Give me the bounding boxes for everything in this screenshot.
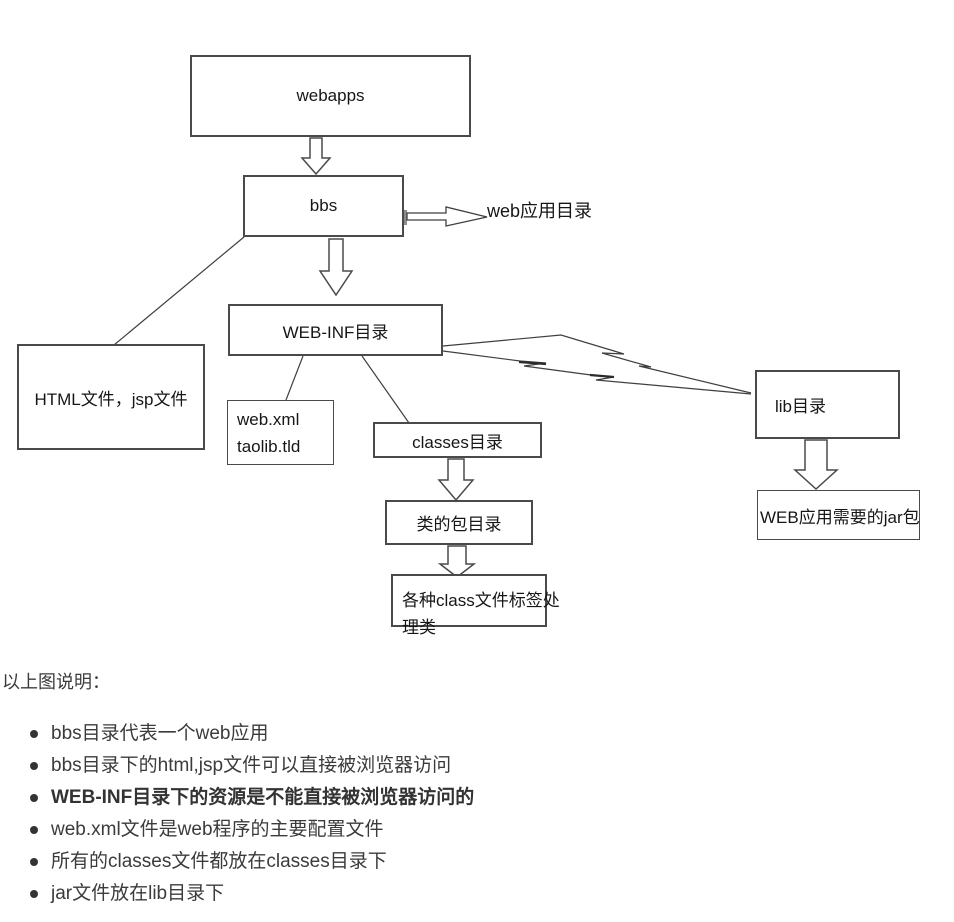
arrow-bbs-to-webappdir-icon bbox=[406, 206, 488, 227]
lightning-dash-2 bbox=[589, 373, 615, 379]
node-webapps-label: webapps bbox=[296, 86, 365, 105]
list-item: web.xml文件是web程序的主要配置文件 bbox=[28, 814, 702, 846]
list-item: 所有的classes文件都放在classes目录下 bbox=[28, 846, 702, 878]
notes-heading: 以上图说明： bbox=[2, 672, 110, 692]
arrow-classes-to-package-icon bbox=[437, 458, 475, 502]
node-jar-files-label: WEB应用需要的jar包 bbox=[760, 507, 920, 527]
list-item: bbs目录代表一个web应用 bbox=[28, 718, 702, 750]
class-files-line1: 各种class文件标签处 bbox=[402, 591, 560, 610]
node-classes-dir: classes目录 bbox=[373, 422, 542, 458]
lightning-dash-1 bbox=[518, 360, 547, 366]
node-webapps: webapps bbox=[190, 55, 471, 137]
list-item: bbs目录下的html,jsp文件可以直接被浏览器访问 bbox=[28, 750, 702, 782]
node-classes-dir-label: classes目录 bbox=[412, 432, 503, 452]
web-app-dir-label: web应用目录 bbox=[487, 201, 593, 221]
webxml-line1: web.xml bbox=[237, 410, 300, 429]
node-class-files bbox=[391, 574, 547, 627]
node-jar-files: WEB应用需要的jar包 bbox=[757, 490, 920, 540]
line-bbs-to-htmlfiles bbox=[113, 236, 245, 346]
node-webxml-taolib: web.xml taolib.tld bbox=[227, 400, 334, 465]
node-class-package-dir-label: 类的包目录 bbox=[416, 515, 502, 534]
arrow-lib-to-jar-icon bbox=[793, 439, 839, 491]
list-item: WEB-INF目录下的资源是不能直接被浏览器访问的 bbox=[28, 782, 702, 814]
lightning-lower-edge bbox=[442, 350, 752, 395]
line-webinf-to-webxml bbox=[285, 355, 304, 401]
arrow-bbs-to-webinf-icon bbox=[318, 238, 354, 297]
webxml-line2: taolib.tld bbox=[237, 437, 301, 456]
list-item: jar文件放在lib目录下 bbox=[28, 878, 702, 910]
node-html-jsp-files-label: HTML文件，jsp文件 bbox=[34, 389, 188, 409]
notes-list: bbs目录代表一个web应用 bbs目录下的html,jsp文件可以直接被浏览器… bbox=[28, 718, 702, 910]
line-webinf-to-classes bbox=[361, 355, 410, 424]
node-class-package-dir: 类的包目录 bbox=[385, 500, 533, 545]
arrow-package-to-classfiles-icon bbox=[437, 545, 477, 578]
node-class-files-text: 各种class文件标签处 理类 bbox=[402, 587, 562, 641]
arrow-webapps-to-bbs-icon bbox=[300, 137, 332, 176]
node-bbs-label: bbs bbox=[309, 196, 338, 215]
class-files-line2: 理类 bbox=[402, 618, 436, 637]
node-webinf: WEB-INF目录 bbox=[228, 304, 443, 356]
lightning-upper-edge bbox=[442, 334, 752, 394]
node-bbs: bbs bbox=[243, 175, 404, 237]
node-lib-dir: lib目录 bbox=[755, 370, 900, 439]
notes-section: 以上图说明： bbs目录代表一个web应用 bbs目录下的html,jsp文件可… bbox=[2, 668, 702, 910]
node-html-jsp-files: HTML文件，jsp文件 bbox=[17, 344, 205, 450]
node-lib-dir-label: lib目录 bbox=[775, 397, 827, 416]
node-webinf-label: WEB-INF目录 bbox=[282, 322, 389, 342]
